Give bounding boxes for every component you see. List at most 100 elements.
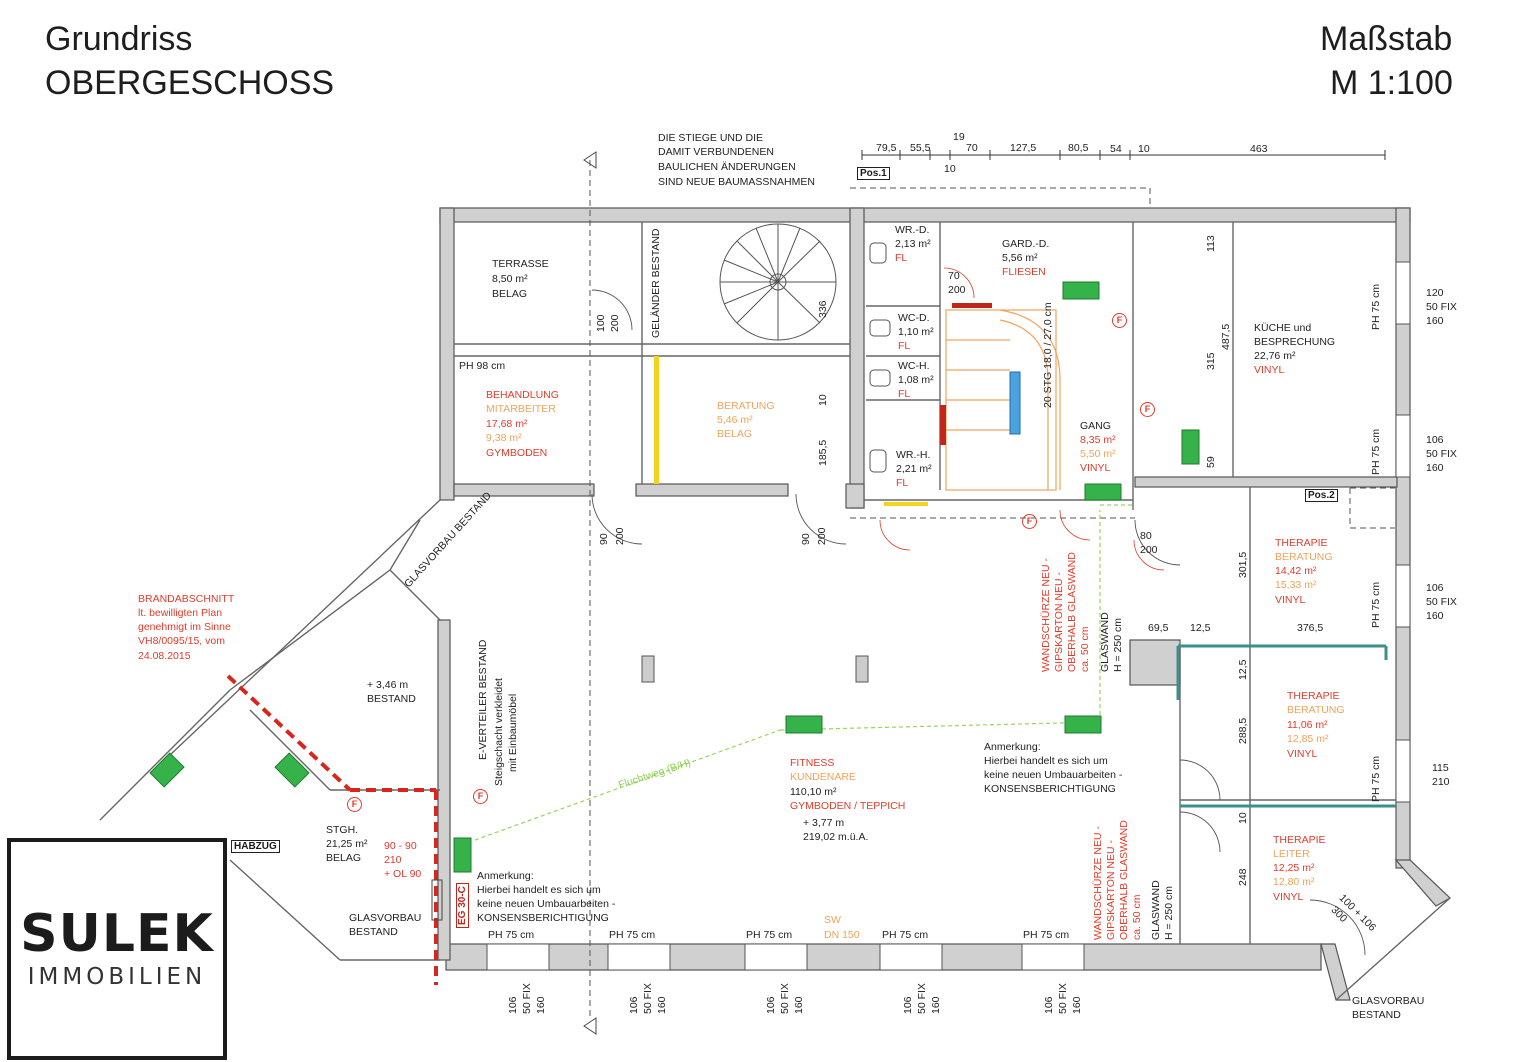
rwindow-dim: 50 FIX — [1426, 596, 1457, 608]
wandschuerze2-4: ca. 50 cm — [1131, 894, 1143, 940]
stair-note-2: DAMIT VERBUNDENEN — [658, 146, 774, 158]
dim-mid: 200 — [816, 527, 828, 545]
room-therapie2-name: THERAPIE — [1287, 690, 1340, 702]
dim-right: 10 — [1237, 812, 1249, 824]
room-behandlung-floor: GYMBODEN — [486, 447, 548, 459]
rwindow-dim: 120 — [1426, 287, 1444, 299]
plan-title: Grundriss — [45, 20, 193, 58]
room-therapie1-area: 14,42 m² — [1275, 565, 1317, 577]
room-gang-area2: 5,50 m² — [1080, 448, 1116, 460]
glaswand2-2: H = 250 cm — [1163, 886, 1175, 940]
room-gang-area: 8,35 m² — [1080, 434, 1116, 446]
dim-right: 69,5 — [1148, 622, 1169, 634]
dim-top: 70 — [966, 142, 978, 154]
room-therapie3-area2: 12,80 m² — [1273, 876, 1315, 888]
ph75-label: PH 75 cm — [488, 929, 535, 941]
dim-mid: 185,5 — [817, 439, 829, 466]
window-dim-3: 160 — [793, 996, 805, 1014]
note-right-4: KONSENSBERICHTIGUNG — [984, 783, 1116, 795]
fire-extinguisher-icon: F — [1112, 313, 1127, 328]
rwindow-dim: 160 — [1426, 462, 1444, 474]
room-therapie2-floor: VINYL — [1287, 748, 1318, 760]
steigschacht-2: mit Einbaumöbel — [507, 693, 519, 772]
room-kueche-name2: BESPRECHUNG — [1254, 336, 1336, 348]
ph75-label: PH 75 cm — [882, 929, 929, 941]
wandschuerze1-1: WANDSCHÜRZE NEU - — [1040, 558, 1052, 672]
habzug-tag: HABZUG — [231, 840, 280, 853]
room-wrd-area: 2,13 m² — [895, 238, 931, 250]
ph75-right: PH 75 cm — [1370, 581, 1382, 628]
dim-top: 54 — [1110, 143, 1122, 155]
logo-name: SULEK — [20, 904, 214, 964]
fire-note-5: 24.08.2015 — [138, 650, 191, 662]
room-therapie3-area: 12,25 m² — [1273, 862, 1315, 874]
room-fitness-sub: KUNDENARE — [790, 771, 856, 783]
room-therapie3-sub: LEITER — [1273, 848, 1310, 860]
dim-right: 487,5 — [1220, 323, 1232, 350]
rwindow-dim: 210 — [1432, 776, 1450, 788]
dim-right: 288,5 — [1237, 717, 1249, 744]
window-dim-2: 50 FIX — [779, 983, 791, 1014]
pos-2-tag: Pos.2 — [1305, 489, 1338, 502]
room-therapie2-sub: BERATUNG — [1287, 704, 1345, 716]
sw-label: SW — [824, 914, 841, 926]
window-dim-3: 160 — [930, 996, 942, 1014]
note-right-1: Anmerkung: — [984, 741, 1041, 753]
steigschacht-1: Steigschacht verkleidet — [493, 678, 505, 786]
fire-extinguisher-icon: F — [473, 789, 488, 804]
scale-label: Maßstab — [1320, 20, 1453, 58]
room-therapie1-sub: BERATUNG — [1275, 551, 1333, 563]
room-beratung-name: BERATUNG — [717, 400, 775, 412]
room-wcd-name: WC-D. — [898, 312, 930, 324]
room-kueche-name: KÜCHE und — [1254, 322, 1312, 334]
window-dim-2: 50 FIX — [1057, 983, 1069, 1014]
stair-note-4: SIND NEUE BAUMASSNAHMEN — [658, 176, 815, 188]
stair-note-3: BAULICHEN ÄNDERUNGEN — [658, 161, 796, 173]
dim-mid: 10 — [817, 394, 829, 406]
glasvorbau-bl-1: GLASVORBAU — [349, 912, 422, 924]
room-terrasse-name: TERRASSE — [492, 258, 549, 270]
room-beratung-floor: BELAG — [717, 428, 753, 440]
window-dim-2: 50 FIX — [521, 983, 533, 1014]
rwindow-dim: 115 — [1432, 762, 1449, 774]
dim-top: 10 — [1138, 143, 1150, 155]
logo-subtitle: IMMOBILIEN — [27, 964, 207, 990]
dim-right: 301,5 — [1237, 551, 1249, 578]
fire-note-1: BRANDABSCHNITT — [138, 593, 235, 605]
room-stgh-area: 21,25 m² — [326, 838, 368, 850]
ph75-label: PH 75 cm — [746, 929, 793, 941]
room-fitness-area: 110,10 m² — [790, 786, 837, 798]
window-dim-1: 106 — [765, 996, 777, 1014]
rwindow-dim: 106 — [1426, 582, 1444, 594]
room-behandlung-area2: 9,38 m² — [486, 432, 522, 444]
dim-mid: 200 — [614, 527, 626, 545]
dim-top: 19 — [953, 131, 965, 143]
note-left-4: KONSENSBERICHTIGUNG — [477, 912, 609, 924]
dn-label: DN 150 — [824, 929, 860, 941]
room-terrasse-area: 8,50 m² — [492, 273, 528, 285]
fire-extinguisher-icon: F — [347, 797, 362, 812]
room-wcd-area: 1,10 m² — [898, 326, 934, 338]
gelaender-label: GELÄNDER BESTAND — [650, 228, 662, 339]
room-wrh-name: WR.-H. — [896, 449, 931, 461]
dim-right: 113 — [1205, 235, 1217, 252]
room-wrh-area: 2,21 m² — [896, 463, 932, 475]
rwindow-dim: 50 FIX — [1426, 448, 1457, 460]
wandschuerze2-2: GIPSKARTON NEU - — [1105, 840, 1117, 940]
glaswand1-1: GLASWAND — [1099, 612, 1111, 672]
ph75-right: PH 75 cm — [1370, 755, 1382, 802]
window-dim-2: 50 FIX — [642, 983, 654, 1014]
rwindow-dim: 106 — [1426, 434, 1444, 446]
window-dim-1: 106 — [902, 996, 914, 1014]
room-stgh-floor: BELAG — [326, 852, 362, 864]
ph75-label: PH 75 cm — [1023, 929, 1070, 941]
scale-value: M 1:100 — [1330, 64, 1453, 102]
pos-1-tag: Pos.1 — [857, 167, 890, 180]
dim-top: 55,5 — [910, 142, 931, 154]
note-right-2: Hierbei handelt es sich um — [984, 755, 1108, 767]
dim-mid: 90 — [800, 533, 812, 545]
room-wcd-floor: FL — [898, 340, 911, 352]
room-wrd-floor: FL — [895, 252, 908, 264]
glaswand1-2: H = 250 cm — [1112, 618, 1124, 672]
ph75-right: PH 75 cm — [1370, 283, 1382, 330]
